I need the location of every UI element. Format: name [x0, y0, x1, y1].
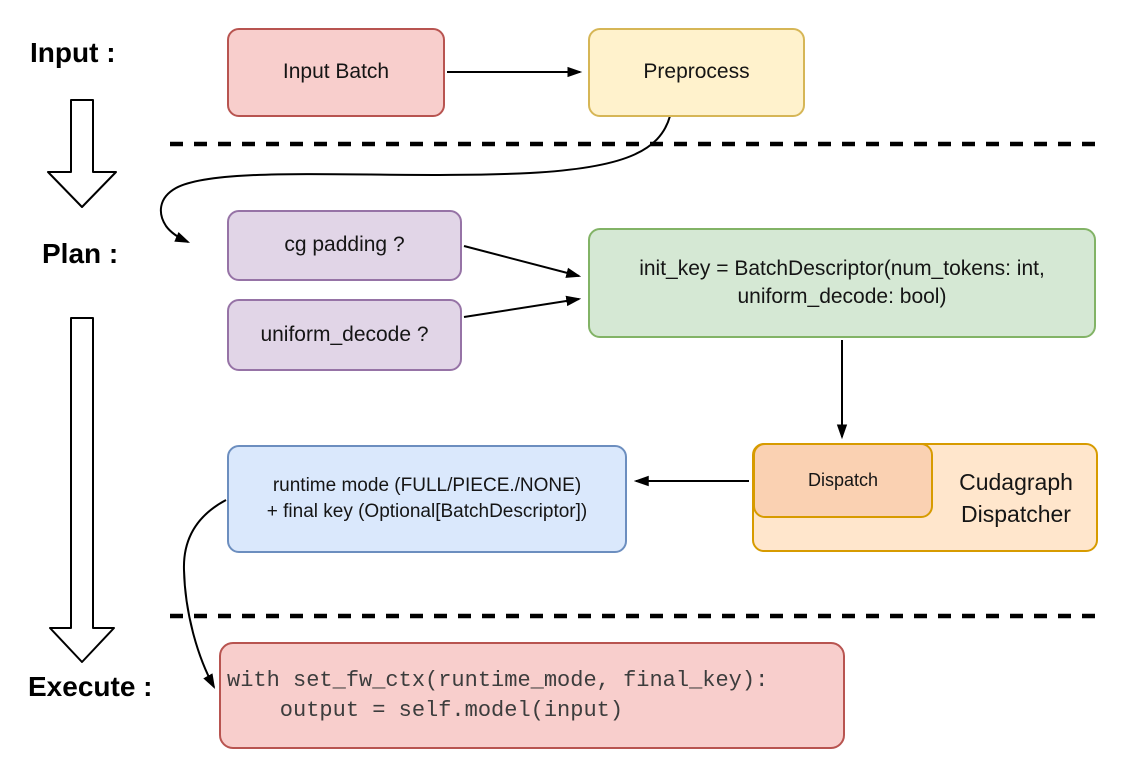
node-init-key-line1: init_key = BatchDescriptor(num_tokens: i… — [639, 256, 1045, 280]
node-init-key: init_key = BatchDescriptor(num_tokens: i… — [588, 228, 1096, 338]
arrow-uniformdecode-to-initkey — [463, 295, 582, 318]
node-uniform-decode-label: uniform_decode ? — [260, 322, 429, 346]
node-input-batch: Input Batch — [227, 28, 445, 117]
stage-label-plan: Plan : — [42, 238, 119, 269]
node-runtime-result-line2: + final key (Optional[BatchDescriptor]) — [266, 501, 588, 522]
node-dispatch-label: Dispatch — [807, 470, 879, 491]
input-to-plan-arrow — [47, 99, 117, 208]
node-dispatch: Dispatch — [753, 443, 933, 518]
node-execute-code: with set_fw_ctx(runtime_mode, final_key)… — [219, 642, 845, 749]
node-preprocess-label: Preprocess — [643, 60, 750, 84]
stage-label-input: Input : — [30, 37, 116, 68]
node-preprocess: Preprocess — [588, 28, 805, 117]
plan-to-execute-arrow — [49, 317, 115, 663]
node-cg-padding: cg padding ? — [227, 210, 462, 281]
node-runtime-result: runtime mode (FULL/PIECE./NONE) + final … — [227, 445, 627, 553]
node-runtime-result-line1: runtime mode (FULL/PIECE./NONE) — [272, 475, 582, 497]
stage-label-execute: Execute : — [28, 671, 153, 702]
execute-code-line2: output = self.model(input) — [227, 698, 624, 723]
arrow-cgpadding-to-initkey — [463, 245, 582, 278]
node-cudagraph-dispatcher-label: Cudagraph Dispatcher — [959, 469, 1073, 528]
node-init-key-line2: uniform_decode: bool) — [737, 285, 947, 308]
node-uniform-decode: uniform_decode ? — [227, 299, 462, 371]
node-cg-padding-label: cg padding ? — [284, 233, 405, 257]
node-input-batch-label: Input Batch — [282, 60, 390, 84]
execute-code-line1: with set_fw_ctx(runtime_mode, final_key)… — [227, 668, 769, 693]
